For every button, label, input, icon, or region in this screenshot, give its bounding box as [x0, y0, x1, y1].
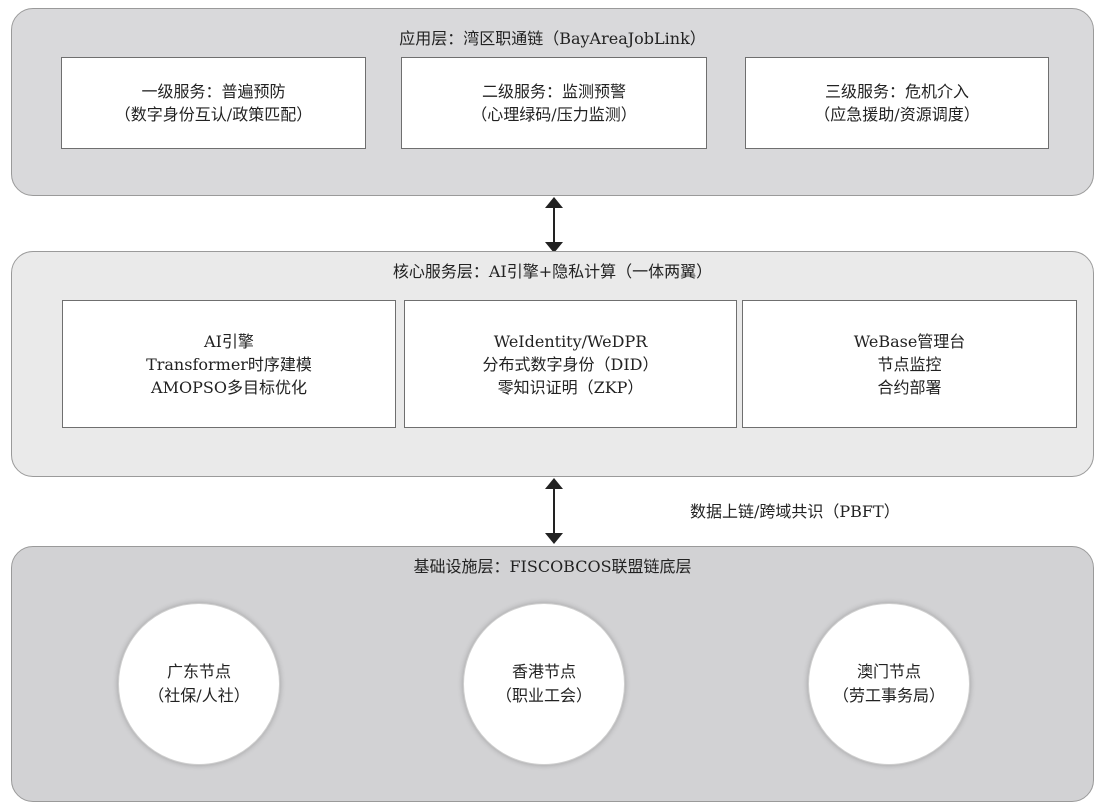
connector-label: 数据上链/跨域共识（PBFT） — [690, 502, 900, 521]
core-layer-title: 核心服务层：AI引擎+隐私计算（一体两翼） — [392, 262, 713, 281]
application-layer: 应用层：湾区职通链（BayAreaJobLink） 一级服务：普遍预防 （数字身… — [11, 8, 1094, 196]
infrastructure-layer: 基础设施层：FISCOBCOS联盟链底层 广东节点 （社保/人社） 香港节点 （… — [11, 546, 1094, 802]
primary-service-detail: （数字身份互认/政策匹配） — [114, 105, 313, 124]
core-infra-double-arrow — [545, 478, 563, 544]
webase-console-title: WeBase管理台 — [853, 331, 966, 351]
webase-console-detail-1: 节点监控 — [877, 354, 942, 374]
macau-node: 澳门节点 （劳工事务局） — [808, 603, 970, 765]
ai-engine-detail-1: Transformer时序建模 — [146, 354, 312, 374]
macau-node-detail: （劳工事务局） — [832, 686, 945, 705]
infra-layer-title: 基础设施层：FISCOBCOS联盟链底层 — [413, 557, 692, 576]
secondary-service-box: 二级服务：监测预警 （心理绿码/压力监测） — [401, 57, 707, 149]
tertiary-service-box: 三级服务：危机介入 （应急援助/资源调度） — [745, 57, 1049, 149]
webase-console-box: WeBase管理台 节点监控 合约部署 — [742, 300, 1077, 428]
tertiary-service-detail: （应急援助/资源调度） — [814, 105, 980, 124]
privacy-computing-detail-2: 零知识证明（ZKP） — [497, 377, 644, 397]
hongkong-node: 香港节点 （职业工会） — [463, 603, 625, 765]
guangdong-node-detail: （社保/人社） — [148, 686, 250, 705]
guangdong-node-title: 广东节点 — [166, 662, 231, 681]
privacy-computing-box: WeIdentity/WeDPR 分布式数字身份（DID） 零知识证明（ZKP） — [404, 300, 737, 428]
primary-service-title: 一级服务：普遍预防 — [141, 82, 286, 101]
ai-engine-title: AI引擎 — [204, 331, 254, 351]
ai-engine-detail-2: AMOPSO多目标优化 — [151, 377, 307, 397]
secondary-service-title: 二级服务：监测预警 — [481, 82, 626, 101]
core-service-layer: 核心服务层：AI引擎+隐私计算（一体两翼） AI引擎 Transformer时序… — [11, 251, 1094, 477]
privacy-computing-title: WeIdentity/WeDPR — [493, 331, 648, 351]
guangdong-node: 广东节点 （社保/人社） — [118, 603, 280, 765]
hongkong-node-title: 香港节点 — [511, 662, 576, 681]
secondary-service-detail: （心理绿码/压力监测） — [471, 105, 637, 124]
webase-console-detail-2: 合约部署 — [877, 377, 942, 397]
privacy-computing-detail-1: 分布式数字身份（DID） — [482, 354, 659, 374]
tertiary-service-title: 三级服务：危机介入 — [824, 82, 969, 101]
application-layer-title: 应用层：湾区职通链（BayAreaJobLink） — [399, 29, 706, 48]
app-core-double-arrow — [545, 197, 563, 253]
macau-node-title: 澳门节点 — [856, 662, 921, 681]
hongkong-node-detail: （职业工会） — [495, 686, 592, 705]
ai-engine-box: AI引擎 Transformer时序建模 AMOPSO多目标优化 — [62, 300, 396, 428]
primary-service-box: 一级服务：普遍预防 （数字身份互认/政策匹配） — [61, 57, 366, 149]
